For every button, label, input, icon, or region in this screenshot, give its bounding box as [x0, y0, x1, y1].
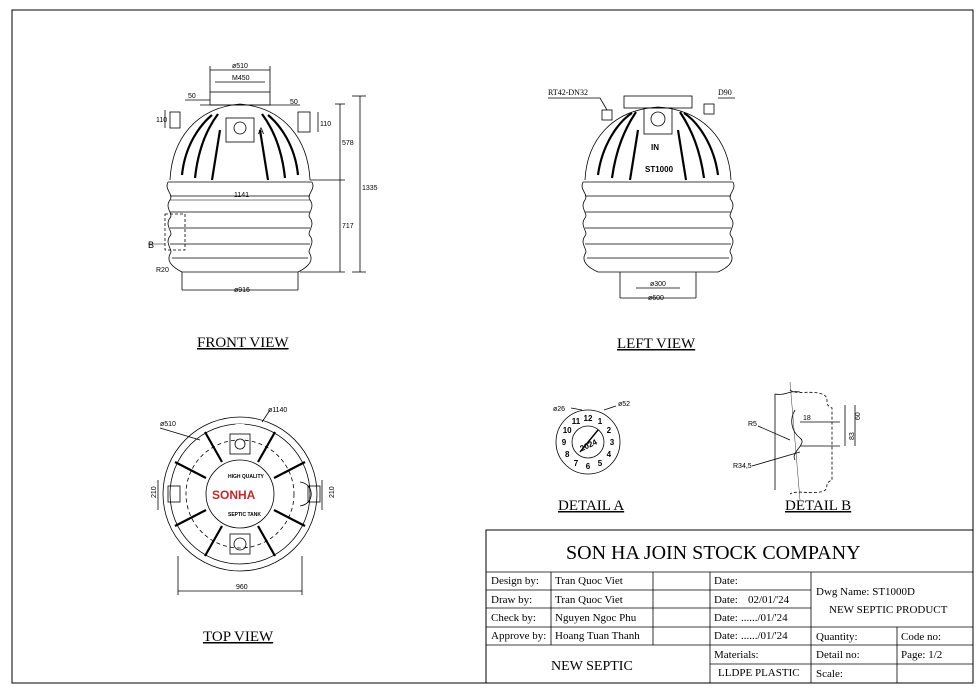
- front-dim-1141: 1141: [234, 192, 249, 199]
- tb-draw-date-label: Date:: [714, 594, 738, 606]
- detail-a-title: DETAIL A: [558, 498, 624, 514]
- left-view-drawing: [548, 95, 735, 299]
- top-dim-d510: ø510: [160, 421, 176, 428]
- top-arc-bottom: SEPTIC TANK: [228, 512, 261, 518]
- tb-quantity: Quantity:: [816, 631, 858, 643]
- detail-a-month-3: 3: [610, 438, 615, 447]
- top-dim-960: 960: [236, 584, 248, 591]
- detail-b-60: 60: [855, 412, 862, 420]
- left-label-in: IN: [651, 143, 659, 152]
- tb-design-date-label: Date:: [714, 575, 738, 587]
- detail-a-d26: ø26: [553, 406, 565, 413]
- company-name: SON HA JOIN STOCK COMPANY: [566, 542, 861, 564]
- tb-check-date-label: Date:: [714, 612, 738, 624]
- detail-a-d52: ø52: [618, 401, 630, 408]
- top-dim-d1140: ø1140: [268, 407, 287, 414]
- front-dim-50b: 50: [290, 99, 298, 106]
- front-dim-110a: 110: [156, 117, 167, 124]
- front-dim-717: 717: [342, 223, 354, 230]
- detail-a-drawing: [555, 405, 621, 475]
- front-dim-d916: ø916: [234, 287, 250, 294]
- tb-dwg-name: Dwg Name: ST1000D: [816, 586, 915, 598]
- tb-dwg-desc: NEW SEPTIC PRODUCT: [829, 604, 948, 616]
- front-callout-a: A: [258, 126, 264, 136]
- detail-a-month-2: 2: [607, 426, 612, 435]
- front-dim-1335: 1335: [362, 185, 378, 192]
- top-brand-logo: SONHA: [212, 488, 256, 502]
- tb-detail-no: Detail no:: [816, 649, 860, 661]
- left-dim-d90: D90: [718, 88, 732, 97]
- top-view-title: TOP VIEW: [203, 629, 274, 645]
- detail-b-title: DETAIL B: [785, 498, 851, 514]
- tb-scale: Scale:: [816, 668, 843, 680]
- tb-design-name: Tran Quoc Viet: [555, 575, 623, 587]
- tb-check-name: Nguyen Ngoc Phu: [555, 612, 637, 624]
- front-dim-578: 578: [342, 140, 354, 147]
- detail-a-month-12: 12: [584, 414, 593, 423]
- detail-a-month-7: 7: [574, 459, 579, 468]
- front-dim-d510: ø510: [232, 63, 248, 70]
- detail-b-83: 83: [849, 432, 856, 440]
- tb-product: NEW SEPTIC: [551, 659, 633, 674]
- top-dim-210b: 210: [329, 486, 336, 498]
- left-label-model: ST1000: [645, 165, 674, 174]
- front-dim-r20: R20: [156, 267, 169, 274]
- tb-materials: LLDPE PLASTIC: [718, 667, 800, 679]
- detail-a-month-1: 1: [598, 417, 603, 426]
- left-dim-d300: ø300: [650, 281, 666, 288]
- tb-check-date: ....../01/'24: [741, 612, 788, 624]
- title-block-frame: [485, 529, 974, 684]
- front-view-title: FRONT VIEW: [197, 335, 289, 351]
- tb-materials-label: Materials:: [714, 649, 759, 661]
- detail-b-18: 18: [803, 415, 811, 422]
- left-dim-rt: RT42-DN32: [548, 88, 588, 97]
- tb-draw-label: Draw by:: [491, 594, 532, 606]
- tb-approve-date: ....../01/'24: [741, 630, 788, 642]
- detail-a-month-10: 10: [563, 426, 572, 435]
- front-dim-110b: 110: [320, 121, 331, 128]
- tb-approve-date-label: Date:: [714, 630, 738, 642]
- top-view-drawing: [157, 409, 323, 595]
- detail-a-month-5: 5: [598, 459, 603, 468]
- tb-check-label: Check by:: [491, 612, 536, 624]
- detail-a-month-11: 11: [572, 417, 581, 426]
- detail-a-month-6: 6: [586, 462, 591, 471]
- tb-design-label: Design by:: [491, 575, 539, 587]
- tb-draw-date: 02/01/'24: [748, 594, 790, 606]
- tb-page: Page: 1/2: [901, 649, 942, 661]
- tb-approve-name: Hoang Tuan Thanh: [555, 630, 640, 642]
- detail-b-drawing: [751, 381, 856, 501]
- detail-a-month-9: 9: [562, 438, 567, 447]
- tb-draw-name: Tran Quoc Viet: [555, 594, 623, 606]
- front-dim-50a: 50: [188, 93, 196, 100]
- front-view-drawing: [148, 66, 366, 291]
- tb-code-no: Code no:: [901, 631, 941, 643]
- detail-b-r34: R34,5: [733, 463, 752, 470]
- tb-approve-label: Approve by:: [491, 630, 546, 642]
- detail-a-month-8: 8: [565, 450, 570, 459]
- detail-b-r5: R5: [748, 421, 757, 428]
- left-view-title: LEFT VIEW: [617, 336, 696, 352]
- top-dim-210a: 210: [151, 486, 158, 498]
- detail-a-month-4: 4: [607, 450, 612, 459]
- front-callout-b: B: [148, 240, 154, 250]
- detail-a-year: 2024: [579, 437, 599, 453]
- left-dim-d600: ø600: [648, 295, 664, 302]
- top-arc-top: HIGH QUALITY: [228, 474, 264, 480]
- front-dim-m450: M450: [232, 75, 250, 82]
